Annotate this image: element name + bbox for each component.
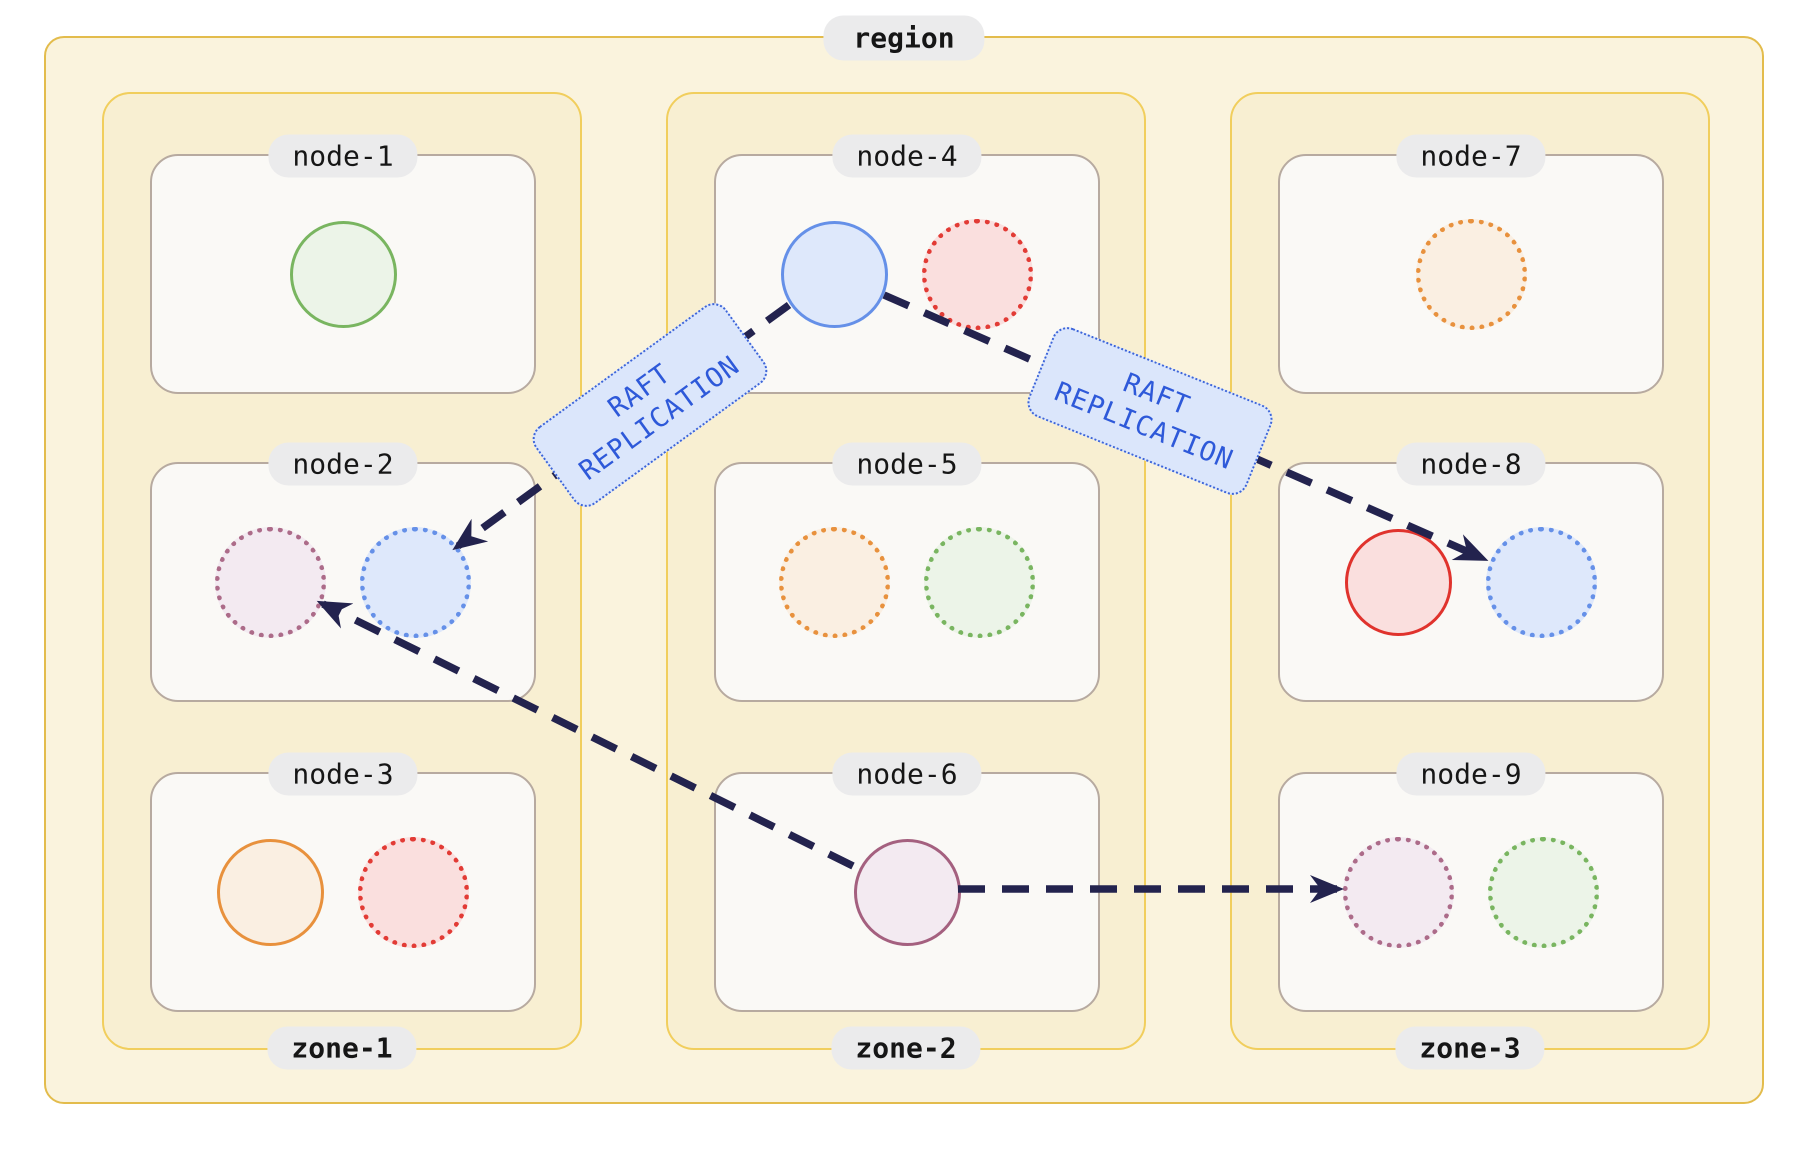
node-2-replicas bbox=[152, 464, 534, 700]
zone-1-container: node-1 node-2 node-3 zone-1 bbox=[102, 92, 582, 1070]
replica-green-dotted-icon bbox=[924, 526, 1035, 638]
replica-blue-dotted-icon bbox=[360, 526, 471, 638]
node-1-label: node-1 bbox=[268, 134, 418, 178]
node-3-replicas bbox=[152, 774, 534, 1010]
zone-2-label: zone-2 bbox=[831, 1026, 981, 1070]
node-3-label: node-3 bbox=[268, 752, 418, 796]
replica-green-solid-icon bbox=[289, 220, 397, 328]
node-7-replicas bbox=[1280, 156, 1662, 392]
node-7-card: node-7 bbox=[1278, 134, 1664, 394]
node-1-replicas bbox=[152, 156, 534, 392]
node-2-label: node-2 bbox=[268, 442, 418, 486]
node-5-card: node-5 bbox=[714, 442, 1100, 702]
zone-2-container: node-4 node-5 node-6 zone-2 bbox=[666, 92, 1146, 1070]
zone-3-container: node-7 node-8 node-9 zone-3 bbox=[1230, 92, 1710, 1070]
node-4-replicas bbox=[716, 156, 1098, 392]
zone-1-label: zone-1 bbox=[267, 1026, 417, 1070]
replica-red-dotted-icon bbox=[922, 218, 1033, 330]
node-3-card: node-3 bbox=[150, 752, 536, 1012]
node-6-label: node-6 bbox=[832, 752, 982, 796]
node-9-card: node-9 bbox=[1278, 752, 1664, 1012]
node-9-label: node-9 bbox=[1396, 752, 1546, 796]
replica-purple-solid-icon bbox=[853, 838, 961, 946]
region-label: region bbox=[823, 15, 985, 61]
region-container: region node-1 node-2 node-3 bbox=[44, 15, 1764, 1104]
node-2-card: node-2 bbox=[150, 442, 536, 702]
replica-orange-solid-icon bbox=[217, 838, 324, 946]
node-9-replicas bbox=[1280, 774, 1662, 1010]
node-8-label: node-8 bbox=[1396, 442, 1546, 486]
replica-purple-dotted-icon bbox=[1343, 836, 1454, 948]
node-8-card: node-8 bbox=[1278, 442, 1664, 702]
zone-3-label: zone-3 bbox=[1395, 1026, 1545, 1070]
replica-red-dotted-icon bbox=[358, 836, 469, 948]
replica-green-dotted-icon bbox=[1488, 836, 1599, 948]
node-8-replicas bbox=[1280, 464, 1662, 700]
node-6-card: node-6 bbox=[714, 752, 1100, 1012]
node-1-card: node-1 bbox=[150, 134, 536, 394]
node-7-label: node-7 bbox=[1396, 134, 1546, 178]
replica-orange-dotted-icon bbox=[1415, 218, 1527, 330]
replica-red-solid-icon bbox=[1345, 528, 1452, 636]
replica-purple-dotted-icon bbox=[215, 526, 326, 638]
replica-blue-dotted-icon bbox=[1486, 526, 1597, 638]
node-4-label: node-4 bbox=[832, 134, 982, 178]
node-6-replicas bbox=[716, 774, 1098, 1010]
node-5-replicas bbox=[716, 464, 1098, 700]
replica-blue-solid-icon bbox=[781, 220, 888, 328]
node-5-label: node-5 bbox=[832, 442, 982, 486]
node-4-card: node-4 bbox=[714, 134, 1100, 394]
replica-orange-dotted-icon bbox=[779, 526, 890, 638]
